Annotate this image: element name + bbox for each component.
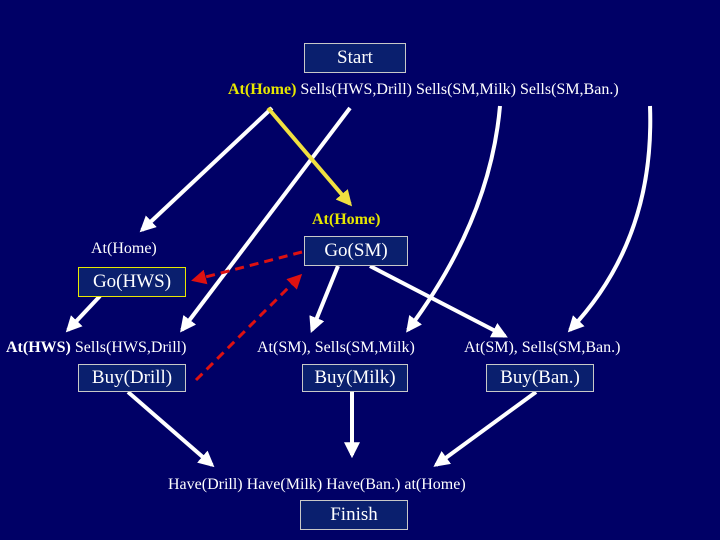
step-finish: Finish [300, 500, 408, 530]
go-sm-precondition: At(Home) [312, 211, 380, 229]
start-effects: At(Home) Sells(HWS,Drill) Sells(SM,Milk)… [228, 81, 619, 99]
buy-drill-pre-at-hws: At(HWS) [6, 339, 71, 356]
threat-go-sm-to-go-hws [191, 250, 303, 285]
step-go-sm: Go(SM) [304, 236, 408, 266]
finish-preconditions: Have(Drill) Have(Milk) Have(Ban.) at(Hom… [168, 476, 466, 493]
link-buy-drill-to-finish [126, 390, 215, 468]
go-hws-precondition: At(Home) [91, 240, 157, 257]
link-start-to-go-sm-highlight [266, 106, 353, 207]
start-effect-at-home: At(Home) [228, 81, 297, 98]
link-start-to-buy-drill [180, 106, 352, 333]
link-go-sm-to-buy-milk [309, 265, 340, 333]
buy-ban-precondition: At(SM), Sells(SM,Ban.) [464, 339, 621, 356]
start-effect-sells: Sells(HWS,Drill) Sells(SM,Milk) Sells(SM… [296, 81, 619, 98]
buy-drill-precondition: At(HWS) Sells(HWS,Drill) [6, 339, 186, 357]
threat-buy-drill-to-go-sm [194, 273, 303, 382]
link-buy-ban-to-finish [433, 390, 538, 467]
buy-drill-pre-sells: Sells(HWS,Drill) [70, 339, 187, 356]
step-buy-ban: Buy(Ban.) [486, 364, 594, 392]
link-start-to-buy-milk [406, 105, 502, 333]
link-start-to-go-hws [139, 106, 274, 233]
step-buy-drill: Buy(Drill) [78, 364, 186, 392]
buy-milk-precondition: At(SM), Sells(SM,Milk) [257, 339, 415, 356]
link-go-sm-to-buy-ban [369, 264, 508, 338]
link-go-hws-to-buy-drill [65, 294, 102, 333]
step-buy-milk: Buy(Milk) [302, 364, 408, 392]
go-sm-pre-at-home: At(Home) [312, 211, 381, 228]
step-go-hws: Go(HWS) [78, 267, 186, 297]
link-start-to-buy-ban [567, 105, 653, 333]
step-start: Start [304, 43, 406, 73]
